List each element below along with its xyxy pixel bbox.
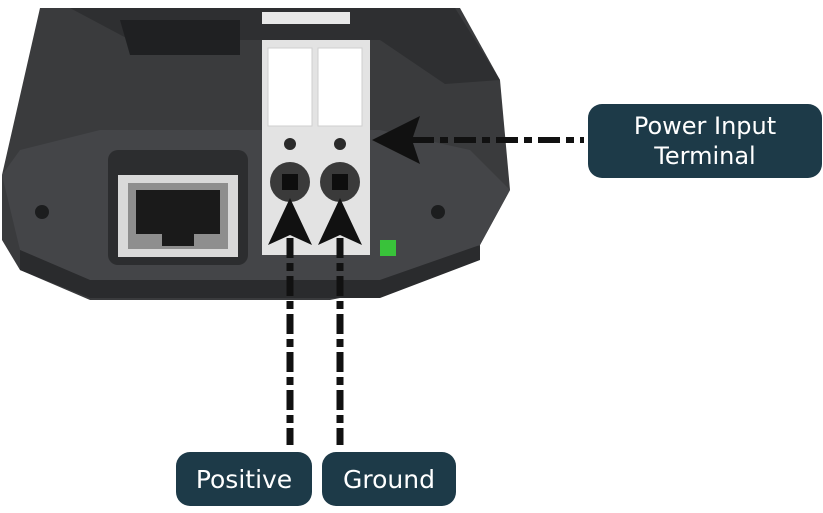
arrow-ground: [318, 198, 362, 445]
arrow-power-input: [372, 116, 584, 164]
ground-label: Ground: [322, 452, 456, 506]
screw-hole-right: [431, 205, 445, 219]
screw-hole-left: [35, 205, 49, 219]
power-input-terminal-label: Power Input Terminal: [588, 104, 822, 178]
terminal-block: [262, 40, 370, 255]
rj45-port-icon: [108, 150, 248, 265]
positive-label: Positive: [176, 452, 312, 506]
green-led-icon: [380, 240, 396, 256]
arrow-positive: [268, 198, 312, 445]
device-body: [2, 8, 510, 300]
